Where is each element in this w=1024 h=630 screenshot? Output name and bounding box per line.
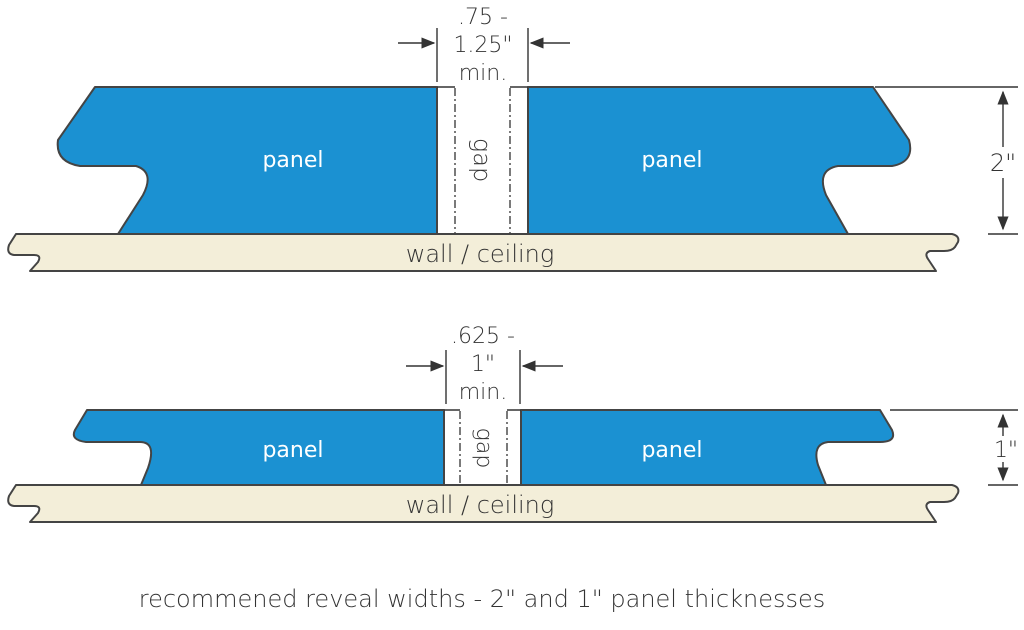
- wall-label: wall / ceiling: [406, 491, 555, 519]
- panel-left: [56, 86, 438, 235]
- gap-area: [437, 86, 528, 233]
- thickness-label: 2": [990, 149, 1016, 177]
- gap-dimension-line-2: 1": [471, 352, 495, 377]
- panel-right-label: panel: [641, 148, 702, 173]
- panel-right: [520, 409, 895, 486]
- thickness-label: 1": [994, 438, 1018, 463]
- gap-label: gap: [471, 428, 496, 469]
- wall-ceiling-strip: [7, 233, 960, 272]
- caption: recommened reveal widths - 2" and 1" pan…: [139, 585, 826, 613]
- gap-dimension: [406, 350, 563, 404]
- wall-ceiling-strip: [7, 484, 960, 523]
- diagram-1-inch: wall / ceiling panel panel gap .625 - 1"…: [7, 324, 1018, 523]
- gap-dimension: [398, 28, 570, 82]
- thickness-dimension: [875, 86, 1018, 235]
- panel-right: [527, 86, 912, 235]
- panel-left-label: panel: [262, 438, 323, 463]
- panel-left: [72, 409, 445, 486]
- gap-dimension-line-3: min.: [459, 61, 507, 86]
- gap-dimension-line-3: min.: [459, 380, 507, 405]
- gap-dimension-line-2: 1.25": [453, 33, 512, 58]
- panel-left-label: panel: [262, 148, 323, 173]
- gap-dimension-line-1: .75 -: [458, 5, 508, 30]
- gap-area: [444, 409, 521, 484]
- thickness-dimension: [890, 409, 1018, 486]
- panel-right-label: panel: [641, 438, 702, 463]
- gap-dimension-line-1: .625 -: [451, 324, 515, 349]
- diagram-2-inch: wall / ceiling panel panel gap .75 - 1.2…: [7, 5, 1018, 272]
- gap-label: gap: [468, 138, 496, 182]
- wall-label: wall / ceiling: [406, 240, 555, 268]
